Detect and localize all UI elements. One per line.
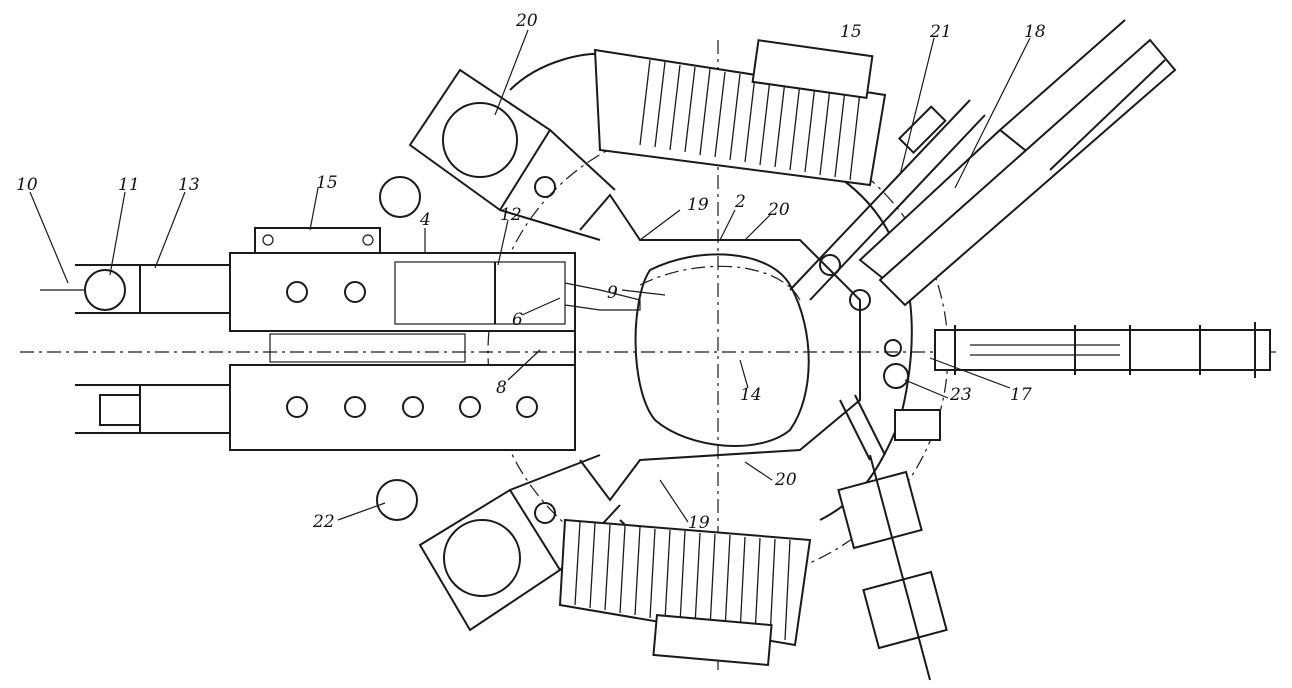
label-14: 14 [740,385,762,405]
bottom-coil [558,518,812,667]
label-19-top: 19 [687,195,709,215]
drum-14 [634,253,810,447]
label-15-top: 15 [840,22,862,42]
upper-left-stand [379,52,616,241]
label-19-bottom: 19 [688,513,710,533]
label-20-mid: 20 [767,200,790,220]
right-feeder [884,322,1271,378]
label-22: 22 [312,512,335,532]
label-18: 18 [1024,22,1046,42]
label-10: 10 [16,175,38,195]
label-13: 13 [178,175,200,195]
label-6: 6 [512,310,523,330]
leader-lines [29,29,1031,523]
left-plate [254,227,381,254]
label-20-bottom: 20 [774,470,797,490]
label-11: 11 [118,175,140,195]
label-9: 9 [607,283,618,303]
label-17: 17 [1010,385,1032,405]
callout-labels: 10 11 13 15 4 12 6 8 20 15 21 18 19 2 20… [16,11,1046,533]
label-23: 23 [949,385,972,405]
label-12: 12 [500,205,522,225]
label-21: 21 [929,22,952,42]
left-feeders [40,264,231,434]
lower-right-mechanism [837,363,948,681]
label-8: 8 [496,378,507,398]
label-20-top: 20 [515,11,538,31]
top-coil [593,39,887,187]
upper-right-feeders [789,19,1177,311]
housing-portholes [286,281,538,418]
label-2: 2 [734,192,746,212]
label-15-left: 15 [316,173,338,193]
label-4: 4 [419,210,431,230]
